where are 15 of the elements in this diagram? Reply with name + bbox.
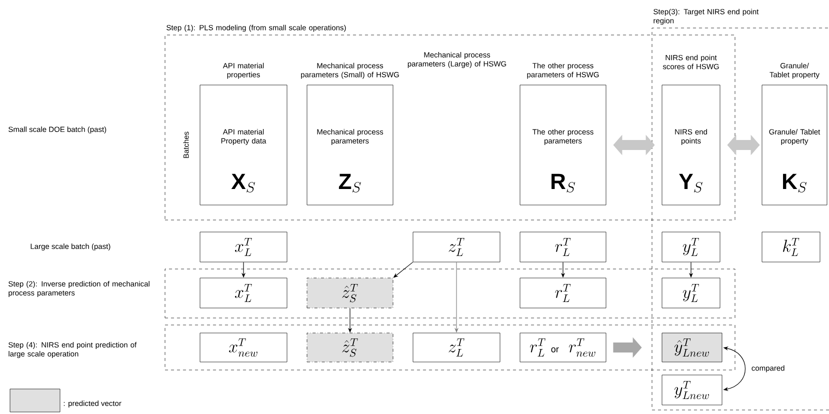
vector-box: $x_{new}^{T}$ — [200, 332, 288, 362]
vector-box: $x_{L}^{T}$ — [200, 232, 288, 262]
vector-box: $r_{L}^{T}$ — [520, 232, 606, 262]
vector-box: $y_{L}^{T}$ — [662, 232, 720, 262]
vector-box: $z_{L}^{T}$ — [412, 332, 500, 362]
vector-box: $z_{L}^{T}$ — [412, 232, 500, 262]
vector-box: $y_{L}^{T}$ — [662, 278, 720, 308]
vector-box: $\hat{z}_{S}^{T}$ — [306, 332, 394, 362]
vector-box: $k_{L}^{T}$ — [762, 232, 820, 262]
vector-box: $\hat{y}_{Lnew}^{T}$ — [662, 332, 722, 362]
vector-box: $r_{L}^{T}$ — [520, 278, 606, 308]
vector-box: $x_{L}^{T}$ — [200, 278, 288, 308]
vector-box: $y_{Lnew}^{T}$ — [662, 374, 722, 406]
vector-box: $\hat{z}_{S}^{T}$ — [306, 278, 394, 308]
vector-box: $r_{L}^{T}\;\mbox{\small or}\;\; r_{new}^{T}$ — [520, 332, 606, 362]
